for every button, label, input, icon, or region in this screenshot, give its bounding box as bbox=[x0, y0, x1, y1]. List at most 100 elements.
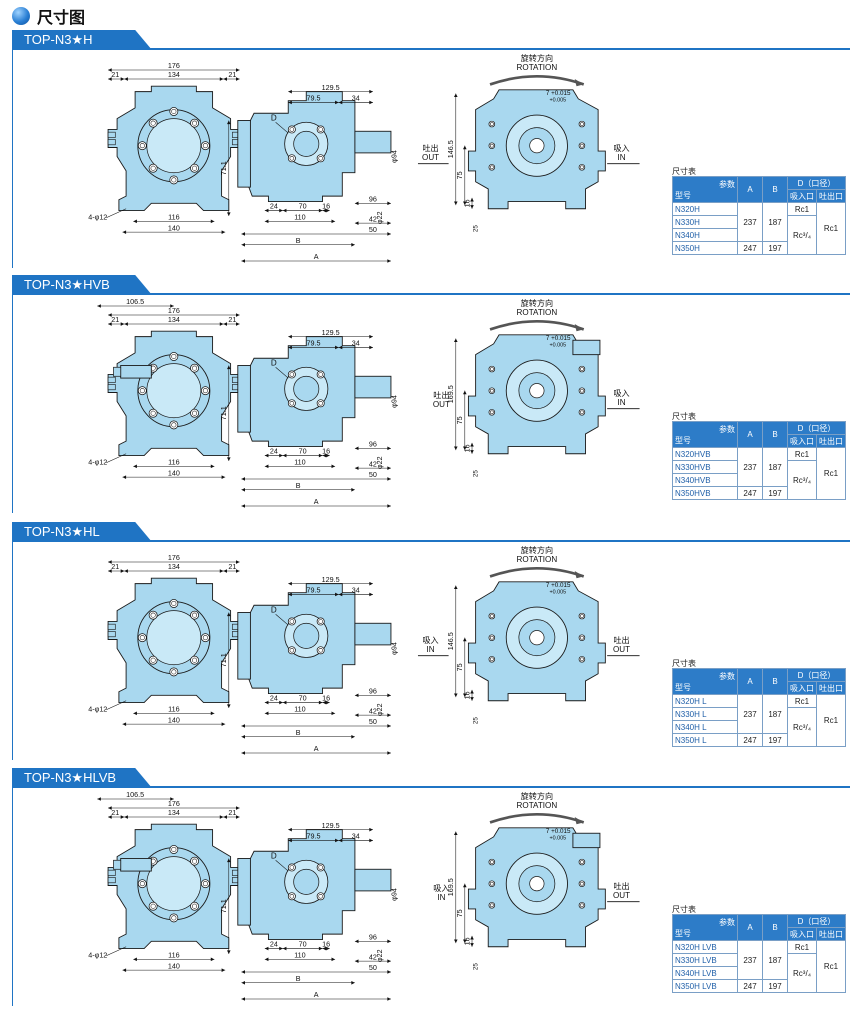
shaft-dia-label: φ22 bbox=[375, 456, 384, 469]
dimension-label: 25 bbox=[472, 717, 479, 725]
shaft-dia-label: φ22 bbox=[375, 949, 384, 962]
arrow-head bbox=[288, 838, 292, 843]
arrow-head bbox=[387, 939, 391, 944]
dimension-label: A bbox=[314, 252, 319, 261]
bolt-icon bbox=[150, 612, 156, 618]
bolt-icon bbox=[171, 353, 177, 359]
arrow-head bbox=[335, 100, 339, 105]
bolt-icon bbox=[150, 657, 156, 663]
rotation-cn-label: 旋转方向 bbox=[521, 298, 553, 308]
dimension-label: B bbox=[296, 481, 301, 490]
arrow-head bbox=[454, 693, 458, 698]
bolt-icon bbox=[488, 656, 496, 663]
dimension-label: 96 bbox=[369, 933, 377, 942]
arrow-head bbox=[219, 77, 224, 81]
model-cell: N330HVB bbox=[672, 460, 738, 474]
bolt-icon bbox=[489, 367, 494, 371]
pump-side-cap bbox=[237, 612, 251, 680]
arrow-head bbox=[108, 815, 112, 819]
arrow-head bbox=[133, 711, 137, 716]
arrow-head bbox=[470, 450, 474, 454]
leader-line bbox=[106, 208, 127, 218]
bolt-icon bbox=[488, 120, 496, 128]
bolt-icon bbox=[489, 903, 494, 908]
bolt-icon bbox=[580, 614, 584, 618]
bolt-icon bbox=[488, 142, 496, 149]
arrow-head bbox=[122, 475, 127, 479]
table-caption: 尺寸表 bbox=[672, 905, 696, 914]
header-model: 型号 bbox=[675, 190, 691, 200]
key-label: 7 +0.015 bbox=[546, 335, 571, 342]
b-cell: 187 bbox=[762, 202, 788, 242]
arrow-head bbox=[354, 939, 359, 944]
section-rule bbox=[12, 48, 850, 50]
arrow-head bbox=[279, 946, 283, 951]
port-right-cn: 吸入 bbox=[613, 389, 629, 398]
bolt-icon bbox=[139, 881, 145, 887]
bolt-icon bbox=[148, 610, 158, 620]
b-cell: 197 bbox=[762, 733, 788, 747]
outlet-cell: Rc1 bbox=[816, 447, 846, 500]
bolt-icon bbox=[578, 634, 586, 641]
arrow-head bbox=[236, 560, 240, 564]
arrow-head bbox=[454, 201, 458, 206]
arrow-head bbox=[470, 943, 474, 947]
header-outlet: 吐出口 bbox=[816, 434, 846, 448]
bolt-icon bbox=[318, 648, 323, 653]
dimension-label: 146.5 bbox=[446, 632, 455, 650]
model-cell: N350HVB bbox=[672, 486, 738, 500]
bolt-icon bbox=[169, 420, 179, 430]
shaft-end bbox=[529, 630, 545, 646]
rotation-cn-label: 旋转方向 bbox=[521, 53, 553, 63]
arrow-head bbox=[124, 322, 128, 326]
bolt-icon bbox=[316, 892, 325, 901]
arrow-head bbox=[226, 612, 231, 617]
pump-side-cap bbox=[237, 120, 251, 188]
arrow-head bbox=[454, 831, 458, 836]
header-param-model: 参数型号 bbox=[672, 914, 738, 941]
arrow-head bbox=[354, 713, 359, 717]
arrow-head bbox=[226, 120, 231, 125]
dimension-label: 106.5 bbox=[126, 790, 144, 799]
outlet-cell: Rc1 bbox=[816, 694, 846, 747]
arrow-head bbox=[124, 77, 128, 81]
arrow-head bbox=[387, 693, 391, 698]
port-left-cn: 吸入 bbox=[433, 884, 449, 893]
bolt-icon bbox=[489, 410, 494, 415]
bolt-icon bbox=[139, 388, 145, 394]
header-a: A bbox=[737, 421, 763, 448]
arrow-head bbox=[338, 100, 343, 105]
dimension-label: 25 bbox=[472, 963, 479, 971]
page-title-text: 尺寸图 bbox=[37, 8, 86, 27]
bolt-icon bbox=[578, 656, 586, 663]
bolt-label: 4-φ12 bbox=[88, 458, 107, 467]
model-cell: N320H bbox=[672, 202, 738, 216]
bolt-icon bbox=[148, 901, 158, 911]
bullet-icon bbox=[12, 7, 30, 25]
arrow-head bbox=[241, 504, 246, 508]
port-left-en: IN bbox=[427, 645, 435, 654]
dimension-label: 25 bbox=[472, 470, 479, 478]
header-model: 型号 bbox=[675, 928, 691, 938]
model-cell: N330H bbox=[672, 215, 738, 229]
section-rule bbox=[12, 540, 850, 542]
table-caption: 尺寸表 bbox=[672, 659, 696, 668]
arrow-head bbox=[387, 504, 391, 508]
bolt-icon bbox=[318, 619, 323, 624]
model-cell: N340H L bbox=[672, 720, 738, 734]
bolt-icon bbox=[192, 165, 198, 171]
dimension-label: 176 bbox=[168, 61, 180, 70]
bolt-icon bbox=[316, 370, 325, 379]
port-left-cn: 吐出 bbox=[433, 390, 449, 400]
arrow-head bbox=[241, 477, 246, 481]
arrow-head bbox=[369, 592, 373, 597]
inlet-cell: Rc1 bbox=[787, 447, 817, 461]
dimension-label: 75 bbox=[455, 909, 464, 917]
leader-line bbox=[106, 946, 127, 956]
inlet-cell: Rc³/₄ bbox=[787, 215, 817, 255]
arrow-head bbox=[322, 453, 327, 458]
dimension-label: 129.5 bbox=[322, 575, 340, 584]
arrow-head bbox=[264, 464, 269, 469]
arrow-head bbox=[210, 711, 215, 716]
